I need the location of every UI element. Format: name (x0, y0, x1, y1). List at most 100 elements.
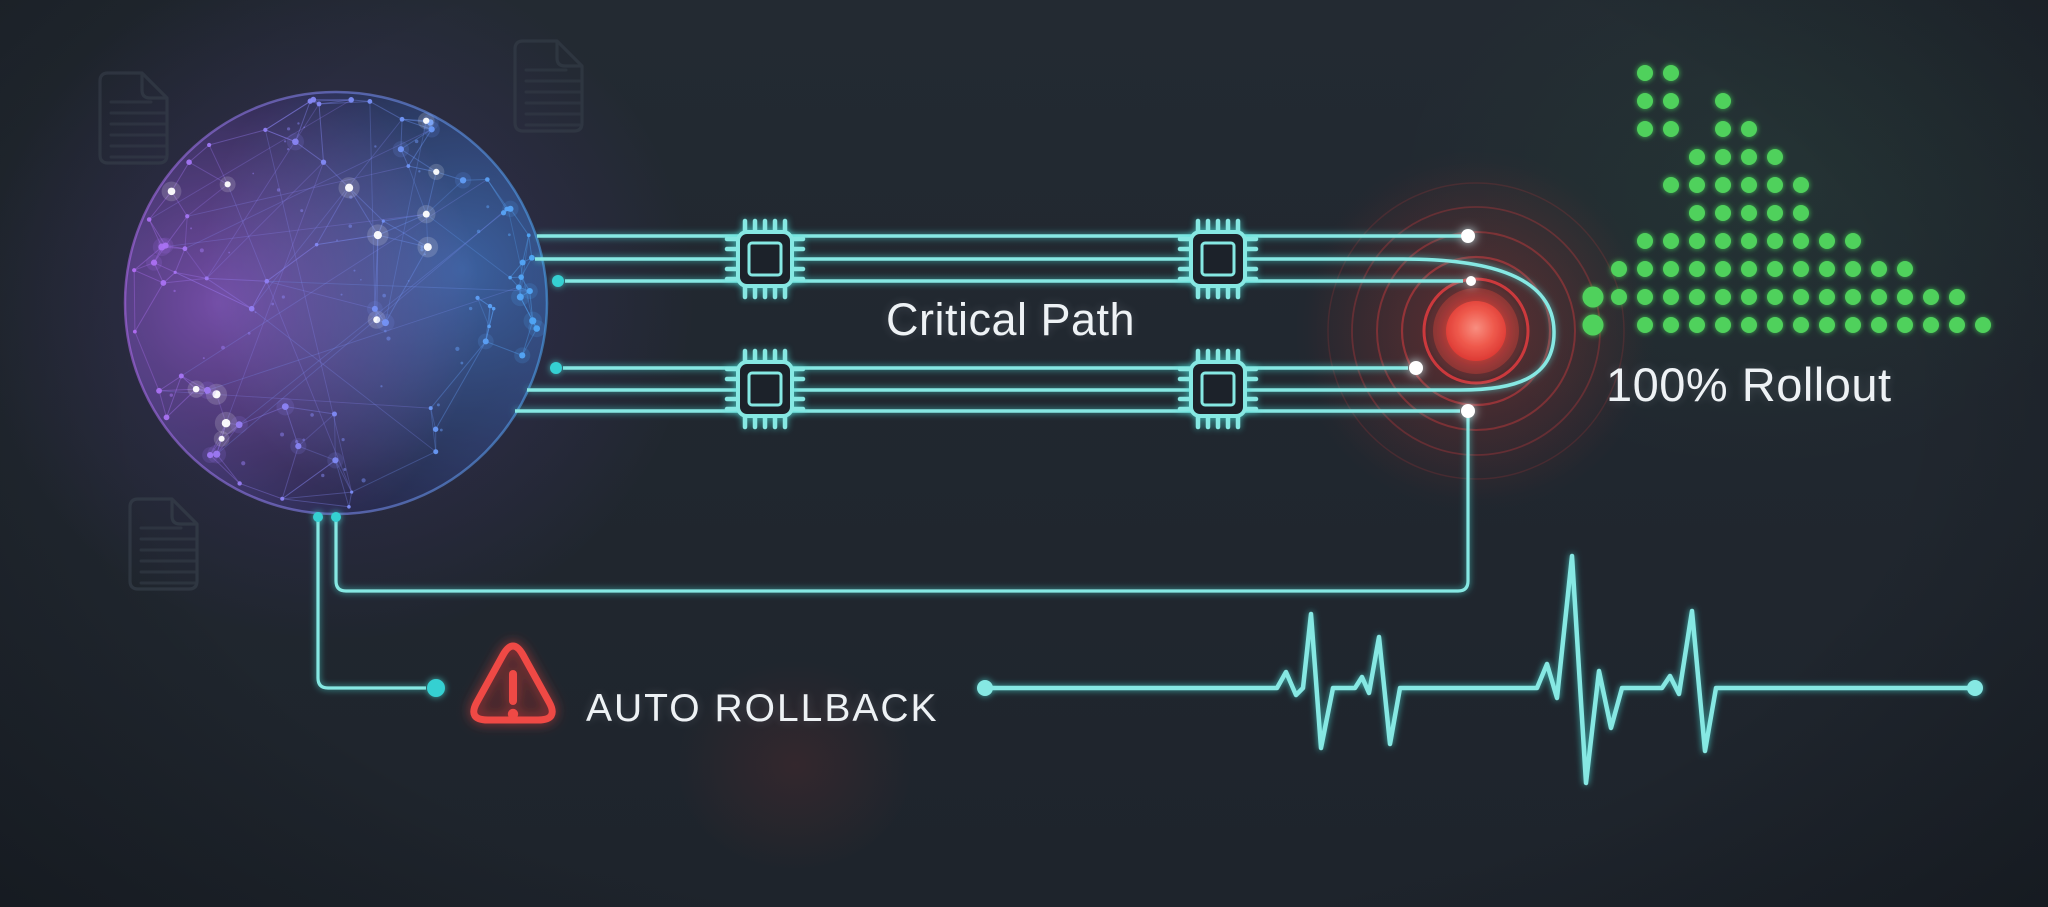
rollout-dot (1845, 261, 1861, 277)
rollout-dot (1689, 233, 1705, 249)
rollout-dot (1741, 261, 1757, 277)
incident-pulse-target (1306, 161, 1646, 501)
rollout-dot (1637, 121, 1653, 137)
rollout-dot-matrix (1582, 65, 1991, 336)
rollout-dot (1949, 317, 1965, 333)
rollout-dot (1819, 317, 1835, 333)
rollout-dot (1923, 289, 1939, 305)
waveform-end-dot (1967, 680, 1983, 696)
rollout-dot (1715, 233, 1731, 249)
document-icon (128, 497, 199, 591)
rollout-dot (1663, 65, 1679, 81)
rollout-dot (1741, 149, 1757, 165)
rollout-dot (1715, 121, 1731, 137)
rollout-dot (1767, 289, 1783, 305)
rollout-dot (1663, 177, 1679, 193)
rollout-dot (1663, 289, 1679, 305)
rollout-dot (1897, 317, 1913, 333)
critical-path-trace (527, 257, 1556, 392)
rollout-dot (1819, 261, 1835, 277)
heartbeat-waveform (977, 553, 1983, 786)
rollout-dot (1897, 289, 1913, 305)
rollout-dot (1582, 286, 1604, 308)
node-dot (1409, 361, 1423, 375)
rollout-dot (1637, 289, 1653, 305)
rollout-dot (1767, 149, 1783, 165)
teal-terminal-dots (313, 275, 564, 697)
terminal-dot (427, 679, 445, 697)
rollout-dot (1663, 233, 1679, 249)
document-icons-group (98, 39, 584, 591)
rollout-dot (1819, 289, 1835, 305)
rollout-dot (1637, 93, 1653, 109)
rollout-dot (1689, 205, 1705, 221)
rollout-dot (1637, 261, 1653, 277)
rollout-dot (1793, 205, 1809, 221)
node-dot (1466, 276, 1476, 286)
rollout-dot (1793, 233, 1809, 249)
rollout-dot (1689, 317, 1705, 333)
rollout-dot (1767, 177, 1783, 193)
rollout-dot (1689, 149, 1705, 165)
rollout-dot (1715, 149, 1731, 165)
terminal-dot (550, 362, 562, 374)
rollout-dot (1741, 177, 1757, 193)
rollout-percentage-label: 100% Rollout (1606, 358, 1892, 411)
node-dot (1461, 404, 1475, 418)
rollback-trace (316, 517, 426, 690)
rollout-dot (1871, 261, 1887, 277)
node-dot (1461, 229, 1475, 243)
rollout-dot (1793, 177, 1809, 193)
rollout-dot (1741, 289, 1757, 305)
network-globe (123, 90, 549, 516)
rollout-dot (1689, 177, 1705, 193)
rollout-dot (1715, 261, 1731, 277)
rollout-dot (1689, 289, 1705, 305)
rollout-dot (1975, 317, 1991, 333)
rollout-dot (1637, 233, 1653, 249)
rollout-dot (1582, 314, 1604, 336)
rollout-dot (1663, 261, 1679, 277)
document-icon (513, 39, 584, 133)
rollout-dot (1741, 121, 1757, 137)
rollout-dot (1871, 317, 1887, 333)
rollout-dot (1715, 317, 1731, 333)
rollout-dot (1767, 233, 1783, 249)
rollout-dot (1715, 289, 1731, 305)
white-node-dots (1409, 229, 1476, 418)
auto-rollback-label: AUTO ROLLBACK (586, 687, 939, 730)
terminal-dot (331, 512, 341, 522)
chip-icon (1177, 218, 1259, 300)
rollout-dot (1663, 93, 1679, 109)
document-icon (98, 71, 169, 165)
rollout-dot (1611, 261, 1627, 277)
incident-core (1433, 288, 1519, 374)
chip-icon (1177, 348, 1259, 430)
critical-path-label: Critical Path (886, 294, 1136, 345)
rollout-dot (1819, 233, 1835, 249)
rollout-dot (1715, 177, 1731, 193)
rollout-dot (1793, 317, 1809, 333)
rollout-dot (1793, 261, 1809, 277)
rollout-dot (1871, 289, 1887, 305)
rollout-dot (1715, 205, 1731, 221)
rollout-dot (1637, 65, 1653, 81)
rollout-dot (1767, 317, 1783, 333)
rollout-dot (1767, 261, 1783, 277)
rollout-dot (1663, 121, 1679, 137)
rollout-dot (1793, 289, 1809, 305)
rollout-dot (1689, 261, 1705, 277)
rollout-dot (1741, 317, 1757, 333)
chip-icon (724, 218, 806, 300)
waveform-start-dot (977, 680, 993, 696)
rollout-dot (1611, 289, 1627, 305)
feedback-loop-trace (334, 411, 1470, 593)
globe-nodes (132, 96, 546, 509)
rollout-dot (1897, 261, 1913, 277)
terminal-dot (552, 275, 564, 287)
rollout-dot (1845, 289, 1861, 305)
chip-icons-group (724, 218, 1259, 430)
exclamation-dot (507, 708, 519, 720)
